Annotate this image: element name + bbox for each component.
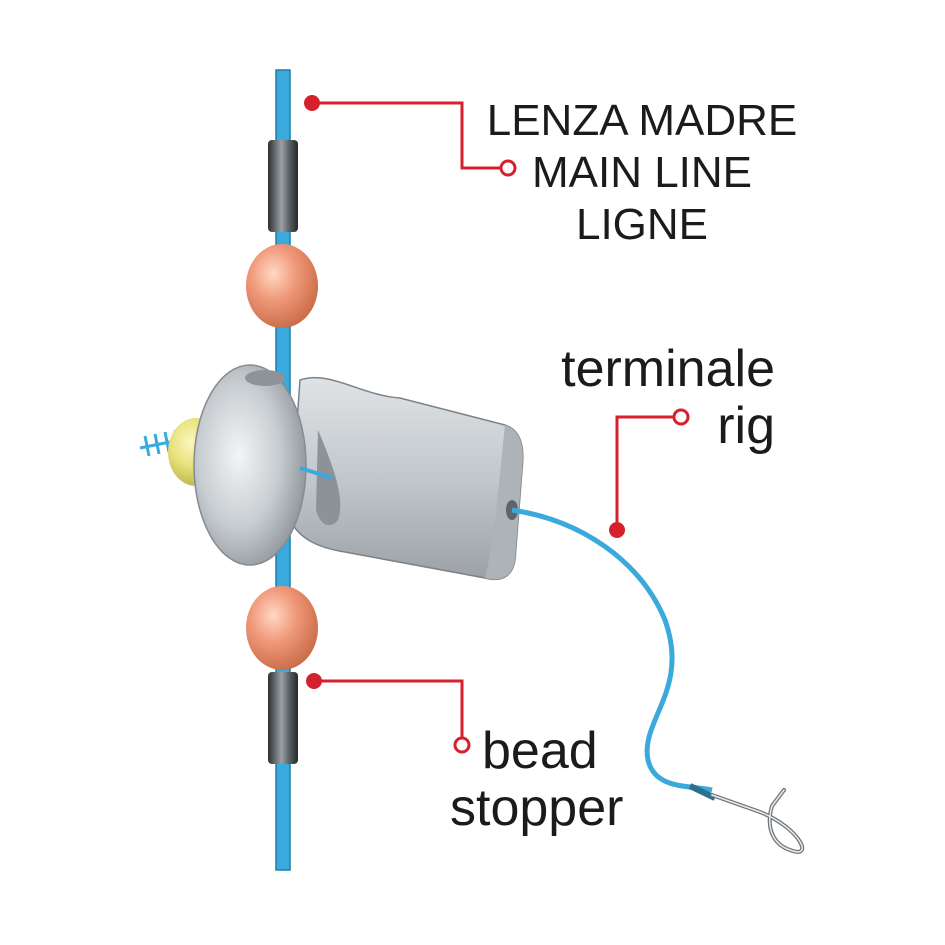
- label-bead-stopper-2: stopper: [450, 779, 623, 837]
- upper-stopper-tube: [268, 140, 298, 232]
- lower-stopper-tube: [268, 672, 298, 764]
- label-main-line-3: LIGNE: [576, 200, 708, 249]
- callout-bead-stopper-ring: [453, 736, 471, 754]
- rig-line: [511, 507, 713, 793]
- swivel-head: [193, 364, 307, 566]
- label-rig-2: rig: [717, 397, 775, 455]
- callout-rig-ring: [672, 408, 690, 426]
- label-main-line-2: MAIN LINE: [532, 148, 752, 197]
- callout-main-line-dot: [304, 95, 320, 111]
- callout-bead-stopper: [314, 679, 464, 740]
- callout-main-line: [312, 101, 504, 170]
- callout-rig-dot: [609, 522, 625, 538]
- label-main-line-1: LENZA MADRE: [487, 96, 798, 145]
- callout-main-line-ring: [499, 159, 517, 177]
- sliding-swivel-icon: [193, 364, 524, 581]
- callout-bead-stopper-dot: [306, 673, 322, 689]
- label-bead-stopper-1: bead: [482, 722, 598, 780]
- callout-rig: [615, 415, 676, 528]
- upper-bead: [246, 244, 318, 328]
- label-rig-1: terminale: [561, 340, 775, 398]
- lower-bead: [246, 586, 318, 670]
- fish-hook-icon: [688, 783, 805, 854]
